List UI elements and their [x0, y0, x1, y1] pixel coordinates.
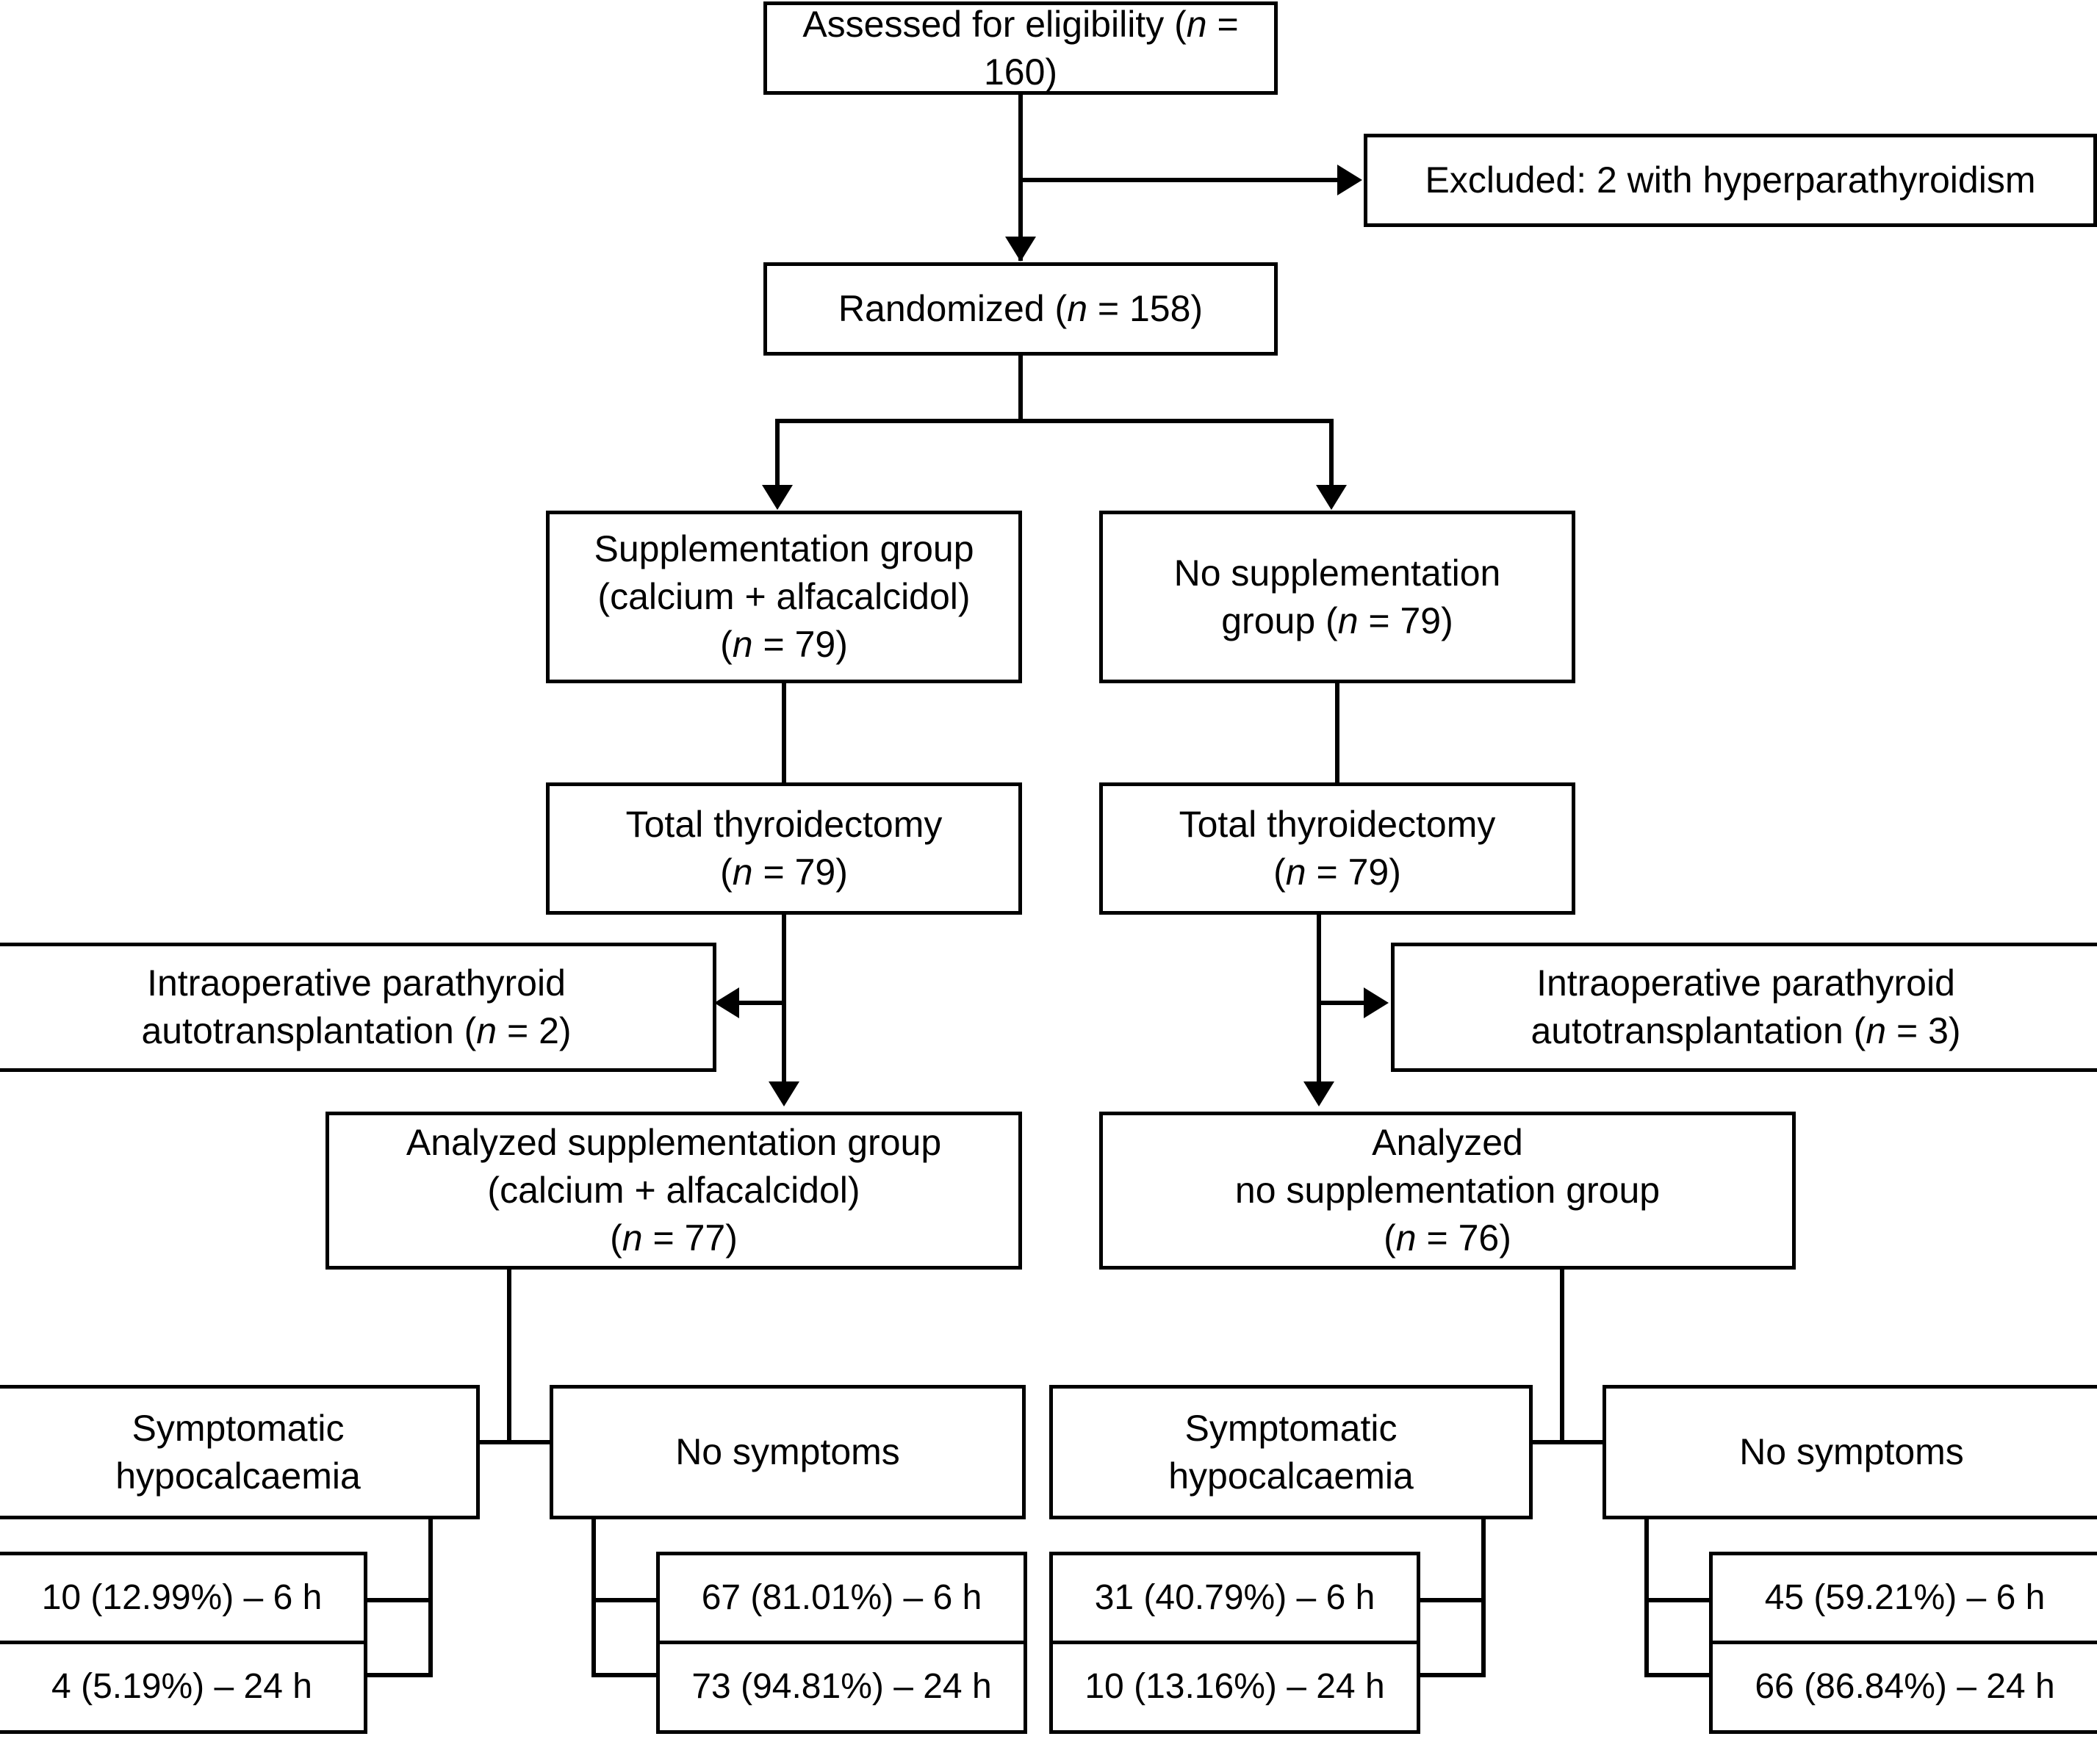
assessed-label: Assessed for eligibility (n = 160) — [802, 3, 1239, 93]
connector-no-symptoms-supp-to-6h — [591, 1598, 659, 1602]
no-supp-group-line1: No supplementation — [1173, 552, 1501, 594]
node-randomized: Randomized (n = 158) — [763, 262, 1278, 356]
connector-randomized-stem — [1018, 356, 1023, 421]
no-supp-group-line2: group (n = 79) — [1221, 600, 1453, 641]
analyzed-nosupp-line3: (n = 76) — [1384, 1217, 1511, 1259]
node-total-thyroidectomy-supp: Total thyroidectomy (n = 79) — [546, 782, 1022, 915]
arrowhead-assessed-to-randomized — [1005, 237, 1036, 262]
node-symptomatic-hypocalcaemia-supp: Symptomatic hypocalcaemia — [0, 1385, 480, 1519]
connector-nosupp-to-thyroidectomy — [1335, 683, 1339, 782]
node-autotransplantation-supp: Intraoperative parathyroid autotransplan… — [0, 943, 716, 1072]
connector-symptomatic-nosupp-to-6h — [1418, 1598, 1486, 1602]
randomized-label: Randomized (n = 158) — [838, 288, 1204, 329]
supp-group-line1: Supplementation group — [594, 528, 974, 569]
connector-no-symptoms-supp-to-24h — [591, 1673, 659, 1677]
arrowhead-to-autotransplantation-supp — [714, 987, 739, 1018]
connector-analyzed-supp-split-bar — [476, 1440, 586, 1444]
connector-randomized-split-bar — [775, 419, 1334, 423]
connector-analyzed-nosupp-split-bar — [1528, 1440, 1639, 1444]
arrowhead-to-supplementation-group — [762, 485, 793, 510]
connector-supp-to-thyroidectomy — [782, 683, 786, 782]
thyroidectomy-right-line2: (n = 79) — [1273, 852, 1401, 893]
arrowhead-to-autotransplantation-nosupp — [1364, 987, 1389, 1018]
nosupp-nosympt-6h-label: 45 (59.21%) – 6 h — [1764, 1578, 2046, 1618]
supp-sympt-24h-label: 4 (5.19%) – 24 h — [51, 1667, 312, 1707]
node-supp-symptomatic-6h: 10 (12.99%) – 6 h — [0, 1552, 367, 1645]
node-nosupp-symptomatic-24h: 10 (13.16%) – 24 h — [1049, 1641, 1420, 1734]
supp-group-line3: (n = 79) — [720, 624, 848, 665]
connector-randomized-to-nosupp — [1329, 419, 1334, 488]
node-symptomatic-hypocalcaemia-nosupp: Symptomatic hypocalcaemia — [1049, 1385, 1533, 1519]
node-no-symptoms-supp: No symptoms — [550, 1385, 1026, 1519]
nosupp-sympt-24h-label: 10 (13.16%) – 24 h — [1085, 1667, 1385, 1707]
connector-to-autotransplantation-nosupp — [1320, 1001, 1367, 1005]
node-no-symptoms-nosupp: No symptoms — [1603, 1385, 2097, 1519]
node-no-supplementation-group: No supplementation group (n = 79) — [1099, 511, 1575, 683]
connector-thyroidectomy-nosupp-to-analyzed — [1317, 915, 1321, 1085]
thyroidectomy-left-line1: Total thyroidectomy — [625, 804, 943, 845]
symptomatic-left-line2: hypocalcaemia — [115, 1455, 361, 1497]
nosupp-sympt-6h-label: 31 (40.79%) – 6 h — [1094, 1578, 1375, 1618]
no-symptoms-right-line1: No symptoms — [1739, 1431, 1964, 1472]
connector-thyroidectomy-supp-to-analyzed — [782, 915, 786, 1085]
nosupp-nosympt-24h-label: 66 (86.84%) – 24 h — [1755, 1667, 2055, 1707]
symptomatic-right-line1: Symptomatic — [1184, 1407, 1398, 1449]
connector-no-symptoms-nosupp-to-24h — [1644, 1673, 1712, 1677]
node-assessed-for-eligibility: Assessed for eligibility (n = 160) — [763, 1, 1278, 95]
connector-symptomatic-supp-to-24h — [365, 1673, 433, 1677]
analyzed-supp-line2: (calcium + alfacalcidol) — [487, 1170, 860, 1211]
analyzed-supp-line1: Analyzed supplementation group — [406, 1122, 942, 1163]
connector-symptomatic-nosupp-to-24h — [1418, 1673, 1486, 1677]
no-symptoms-left-line1: No symptoms — [675, 1431, 900, 1472]
node-autotransplantation-nosupp: Intraoperative parathyroid autotransplan… — [1391, 943, 2097, 1072]
arrowhead-to-analyzed-supp — [769, 1081, 799, 1106]
autotransplant-left-line2: autotransplantation (n = 2) — [141, 1010, 572, 1051]
node-supplementation-group: Supplementation group (calcium + alfacal… — [546, 511, 1022, 683]
node-nosupp-symptomatic-6h: 31 (40.79%) – 6 h — [1049, 1552, 1420, 1645]
supp-nosympt-24h-label: 73 (94.81%) – 24 h — [691, 1667, 992, 1707]
analyzed-nosupp-line2: no supplementation group — [1234, 1170, 1661, 1211]
node-analyzed-supplementation-group: Analyzed supplementation group (calcium … — [325, 1112, 1022, 1270]
node-supp-no-symptoms-6h: 67 (81.01%) – 6 h — [656, 1552, 1027, 1645]
analyzed-supp-line3: (n = 77) — [610, 1217, 738, 1259]
node-supp-no-symptoms-24h: 73 (94.81%) – 24 h — [656, 1641, 1027, 1734]
arrowhead-to-no-supplementation-group — [1316, 485, 1347, 510]
connector-randomized-to-supp — [775, 419, 780, 488]
thyroidectomy-right-line1: Total thyroidectomy — [1179, 804, 1496, 845]
node-nosupp-no-symptoms-6h: 45 (59.21%) – 6 h — [1709, 1552, 2097, 1645]
autotransplant-left-line1: Intraoperative parathyroid — [147, 962, 566, 1004]
symptomatic-right-line2: hypocalcaemia — [1168, 1455, 1414, 1497]
supp-sympt-6h-label: 10 (12.99%) – 6 h — [41, 1578, 323, 1618]
connector-to-autotransplantation-supp — [739, 1001, 785, 1005]
connector-no-symptoms-nosupp-to-6h — [1644, 1598, 1712, 1602]
excluded-label: Excluded: 2 with hyperparathyroidism — [1425, 159, 2036, 201]
thyroidectomy-left-line2: (n = 79) — [720, 852, 848, 893]
node-total-thyroidectomy-nosupp: Total thyroidectomy (n = 79) — [1099, 782, 1575, 915]
node-supp-symptomatic-24h: 4 (5.19%) – 24 h — [0, 1641, 367, 1734]
node-analyzed-no-supplementation-group: Analyzed no supplementation group (n = 7… — [1099, 1112, 1796, 1270]
supp-nosympt-6h-label: 67 (81.01%) – 6 h — [701, 1578, 982, 1618]
arrowhead-to-analyzed-nosupp — [1303, 1081, 1334, 1106]
connector-symptomatic-supp-to-6h — [365, 1598, 433, 1602]
connector-assessed-to-excluded — [1018, 178, 1342, 182]
node-excluded: Excluded: 2 with hyperparathyroidism — [1364, 134, 2097, 227]
symptomatic-left-line1: Symptomatic — [132, 1407, 345, 1449]
connector-analyzed-nosupp-stem — [1560, 1270, 1564, 1444]
autotransplant-right-line2: autotransplantation (n = 3) — [1531, 1010, 1961, 1051]
autotransplant-right-line1: Intraoperative parathyroid — [1536, 962, 1955, 1004]
analyzed-nosupp-line1: Analyzed — [1372, 1122, 1523, 1163]
node-nosupp-no-symptoms-24h: 66 (86.84%) – 24 h — [1709, 1641, 2097, 1734]
connector-analyzed-supp-stem — [507, 1270, 511, 1444]
arrowhead-to-excluded — [1337, 165, 1362, 195]
supp-group-line2: (calcium + alfacalcidol) — [597, 576, 971, 617]
